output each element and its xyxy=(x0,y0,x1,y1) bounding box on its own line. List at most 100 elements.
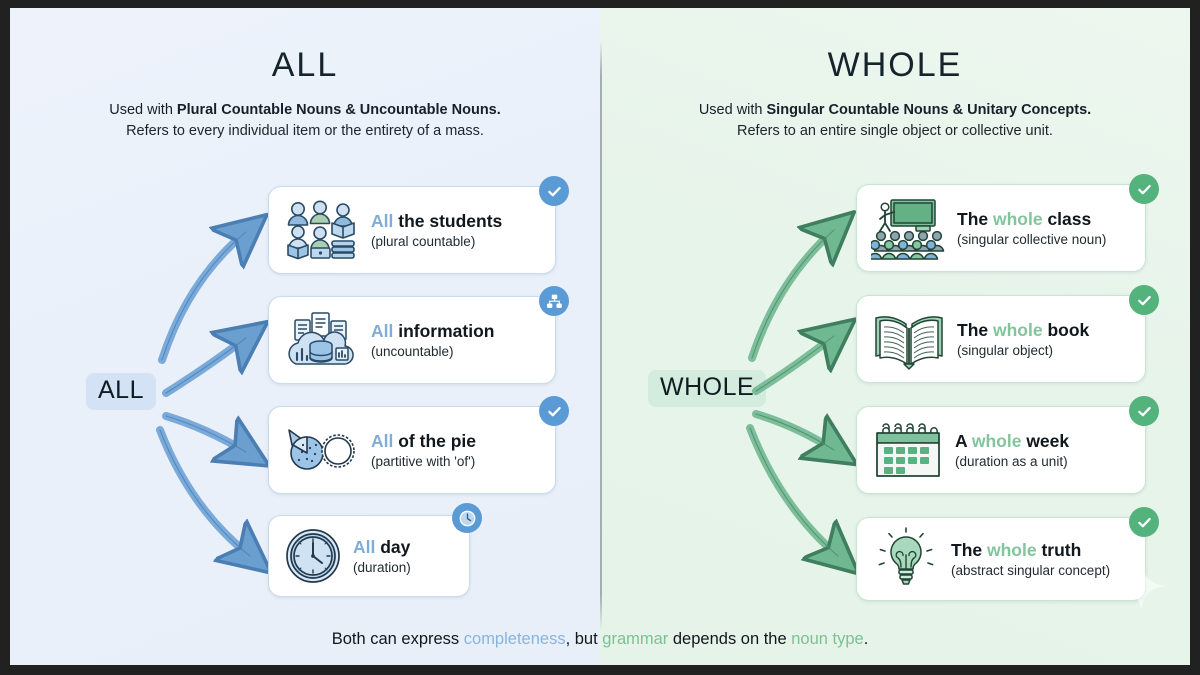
footer-part3: depends on the xyxy=(668,630,792,648)
card-text: All the students (plural countable) xyxy=(371,211,541,248)
list-item[interactable]: The whole class (singular collective nou… xyxy=(856,174,1159,272)
card-title: All information xyxy=(371,321,541,341)
check-icon xyxy=(1129,285,1159,315)
check-icon xyxy=(1129,507,1159,537)
arrow-to-card-1 xyxy=(158,232,246,364)
left-sub-bold: Plural Countable Nouns & Uncountable Nou… xyxy=(176,101,501,118)
left-sub-line2: Refers to every individual item or the e… xyxy=(126,122,484,139)
card-title: The whole truth xyxy=(951,540,1131,560)
card-subtitle: (duration) xyxy=(353,559,411,575)
card-text: All day (duration) xyxy=(353,537,457,574)
card-subtitle: (uncountable) xyxy=(371,343,454,359)
list-item[interactable]: All of the pie (partitive with 'of') xyxy=(268,396,569,494)
card-rest: of the pie xyxy=(393,431,477,452)
card-rest: class xyxy=(1042,209,1092,230)
card-text: A whole week (duration as a unit) xyxy=(955,431,1131,468)
card-rest: the students xyxy=(393,211,503,232)
list-item[interactable]: All the students (plural countable) xyxy=(268,176,569,274)
card-subtitle: (partitive with 'of') xyxy=(371,453,476,469)
card-keyword: whole xyxy=(992,320,1043,341)
card-keyword: All xyxy=(371,321,394,342)
card-keyword: whole xyxy=(971,431,1022,452)
card-subtitle: (plural countable) xyxy=(371,233,476,249)
panel-all: ALL Used with Plural Countable Nouns & U… xyxy=(10,8,600,665)
pie-slice-icon xyxy=(283,418,361,482)
list-item[interactable]: All day (duration) xyxy=(268,503,482,597)
footer-highlight-completeness: completeness xyxy=(463,630,566,648)
arrow-to-card-3 xyxy=(752,410,834,450)
right-sub-bold: Singular Countable Nouns & Unitary Conce… xyxy=(766,101,1092,118)
students-group-icon xyxy=(283,198,361,262)
card-pre: A xyxy=(955,431,972,452)
card-subtitle: (singular object) xyxy=(957,342,1054,358)
check-icon xyxy=(539,176,569,206)
card-keyword: All xyxy=(371,431,394,452)
list-item[interactable]: A whole week (duration as a unit) xyxy=(856,396,1159,494)
left-panel-title: ALL xyxy=(257,46,353,88)
right-arrow-group xyxy=(746,8,1190,665)
arrow-to-card-1 xyxy=(748,230,834,362)
card-keyword: whole xyxy=(992,209,1043,230)
card-title: The whole class xyxy=(957,209,1131,229)
card-rest: information xyxy=(393,321,495,342)
left-arrow-group xyxy=(156,8,600,665)
footer-part1: Both can express xyxy=(331,630,464,648)
classroom-icon xyxy=(871,196,947,260)
footer-highlight-grammar: grammar xyxy=(602,630,669,648)
left-sub-prefix: Used with xyxy=(109,101,177,118)
root-node-all[interactable]: ALL xyxy=(86,373,156,410)
card-title: All of the pie xyxy=(371,431,541,451)
right-title-text: WHOLE xyxy=(827,46,963,84)
clock-icon xyxy=(452,503,482,533)
hierarchy-icon xyxy=(539,286,569,316)
card-title: The whole book xyxy=(957,320,1131,340)
footer-part4: . xyxy=(863,630,869,648)
card-text: The whole book (singular object) xyxy=(957,320,1131,357)
card-pre: The xyxy=(951,540,987,561)
check-icon xyxy=(539,396,569,426)
check-icon xyxy=(1129,396,1159,426)
card-title: All the students xyxy=(371,211,541,231)
card-rest: day xyxy=(375,537,411,558)
card-text: The whole class (singular collective nou… xyxy=(957,209,1131,246)
lightbulb-icon xyxy=(871,527,941,591)
left-header: ALL Used with Plural Countable Nouns & U… xyxy=(10,46,600,142)
list-item[interactable]: The whole book (singular object) xyxy=(856,285,1159,383)
card-text: The whole truth (abstract singular conce… xyxy=(951,540,1131,577)
list-item[interactable]: The whole truth (abstract singular conce… xyxy=(856,507,1159,601)
card-title: A whole week xyxy=(955,431,1131,451)
right-subtitle: Used with Singular Countable Nouns & Uni… xyxy=(600,100,1190,142)
left-subtitle: Used with Plural Countable Nouns & Uncou… xyxy=(10,100,600,142)
card-keyword: All xyxy=(353,537,376,558)
clock-icon xyxy=(281,525,345,587)
right-sub-line2: Refers to an entire single object or col… xyxy=(737,122,1053,139)
card-keyword: whole xyxy=(986,540,1037,561)
root-node-whole[interactable]: WHOLE xyxy=(648,370,767,407)
panel-divider xyxy=(600,40,602,630)
footer-caption: Both can express completeness, but gramm… xyxy=(10,630,1190,649)
card-rest: book xyxy=(1042,320,1090,341)
left-title-text: ALL xyxy=(271,46,339,84)
list-item[interactable]: All information (uncountable) xyxy=(268,286,569,384)
right-sub-prefix: Used with xyxy=(698,101,767,118)
card-subtitle: (duration as a unit) xyxy=(955,453,1068,469)
check-icon xyxy=(1129,174,1159,204)
panel-whole: WHOLE Used with Singular Countable Nouns… xyxy=(600,8,1190,665)
card-pre: The xyxy=(957,320,993,341)
card-text: All of the pie (partitive with 'of') xyxy=(371,431,541,468)
open-book-icon xyxy=(871,308,947,370)
card-text: All information (uncountable) xyxy=(371,321,541,358)
calendar-icon xyxy=(871,420,945,480)
right-panel-title: WHOLE xyxy=(813,46,977,88)
infographic-canvas: ALL Used with Plural Countable Nouns & U… xyxy=(10,8,1190,665)
right-header: WHOLE Used with Singular Countable Nouns… xyxy=(600,46,1190,142)
card-subtitle: (singular collective noun) xyxy=(957,231,1107,247)
cloud-data-icon xyxy=(283,308,361,372)
card-pre: The xyxy=(957,209,993,230)
arrow-to-card-3 xyxy=(162,412,246,452)
card-title: All day xyxy=(353,537,457,557)
footer-highlight-noun-type: noun type xyxy=(791,630,864,648)
arrow-to-card-2 xyxy=(752,336,834,395)
card-rest: truth xyxy=(1036,540,1082,561)
